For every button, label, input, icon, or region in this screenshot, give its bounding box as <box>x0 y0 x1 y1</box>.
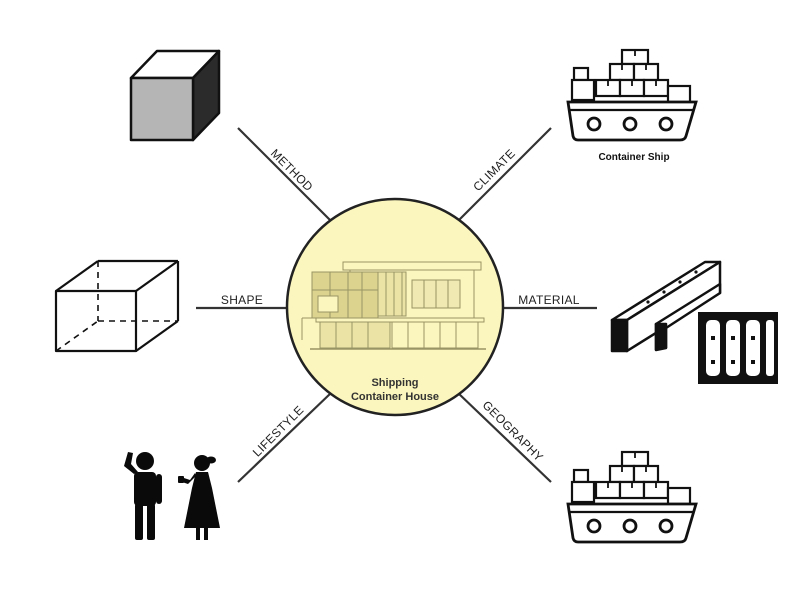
spoke-label-shape: SHAPE <box>221 293 263 307</box>
steel-channel-icon <box>610 260 722 353</box>
spoke-line-geography <box>456 391 552 483</box>
container-house-sketch-icon <box>301 261 486 350</box>
couple-silhouette-icon <box>124 452 220 540</box>
spoke-lines <box>196 127 597 483</box>
spoke-line-climate <box>456 127 552 223</box>
container-ship-icon <box>566 48 698 142</box>
spoke-label-geography: GEOGRAPHY <box>480 398 547 465</box>
corrugated-sheet-icon <box>698 312 778 384</box>
center-title-line2: Container House <box>351 391 439 403</box>
spoke-line-method <box>237 127 333 223</box>
spoke-label-method: METHOD <box>268 146 316 194</box>
center-title-line1: Shipping <box>371 377 418 389</box>
spoke-label-climate: CLIMATE <box>470 146 518 194</box>
spoke-label-lifestyle: LIFESTYLE <box>250 403 307 460</box>
solid-cube-icon <box>129 49 221 142</box>
spoke-label-material: MATERIAL <box>518 293 580 307</box>
spoke-line-lifestyle <box>237 391 333 483</box>
wireframe-box-icon <box>54 259 180 353</box>
container-ship-caption: Container Ship <box>598 152 669 163</box>
container-ship-icon <box>566 450 698 544</box>
center-node: Shipping Container House <box>285 197 505 417</box>
